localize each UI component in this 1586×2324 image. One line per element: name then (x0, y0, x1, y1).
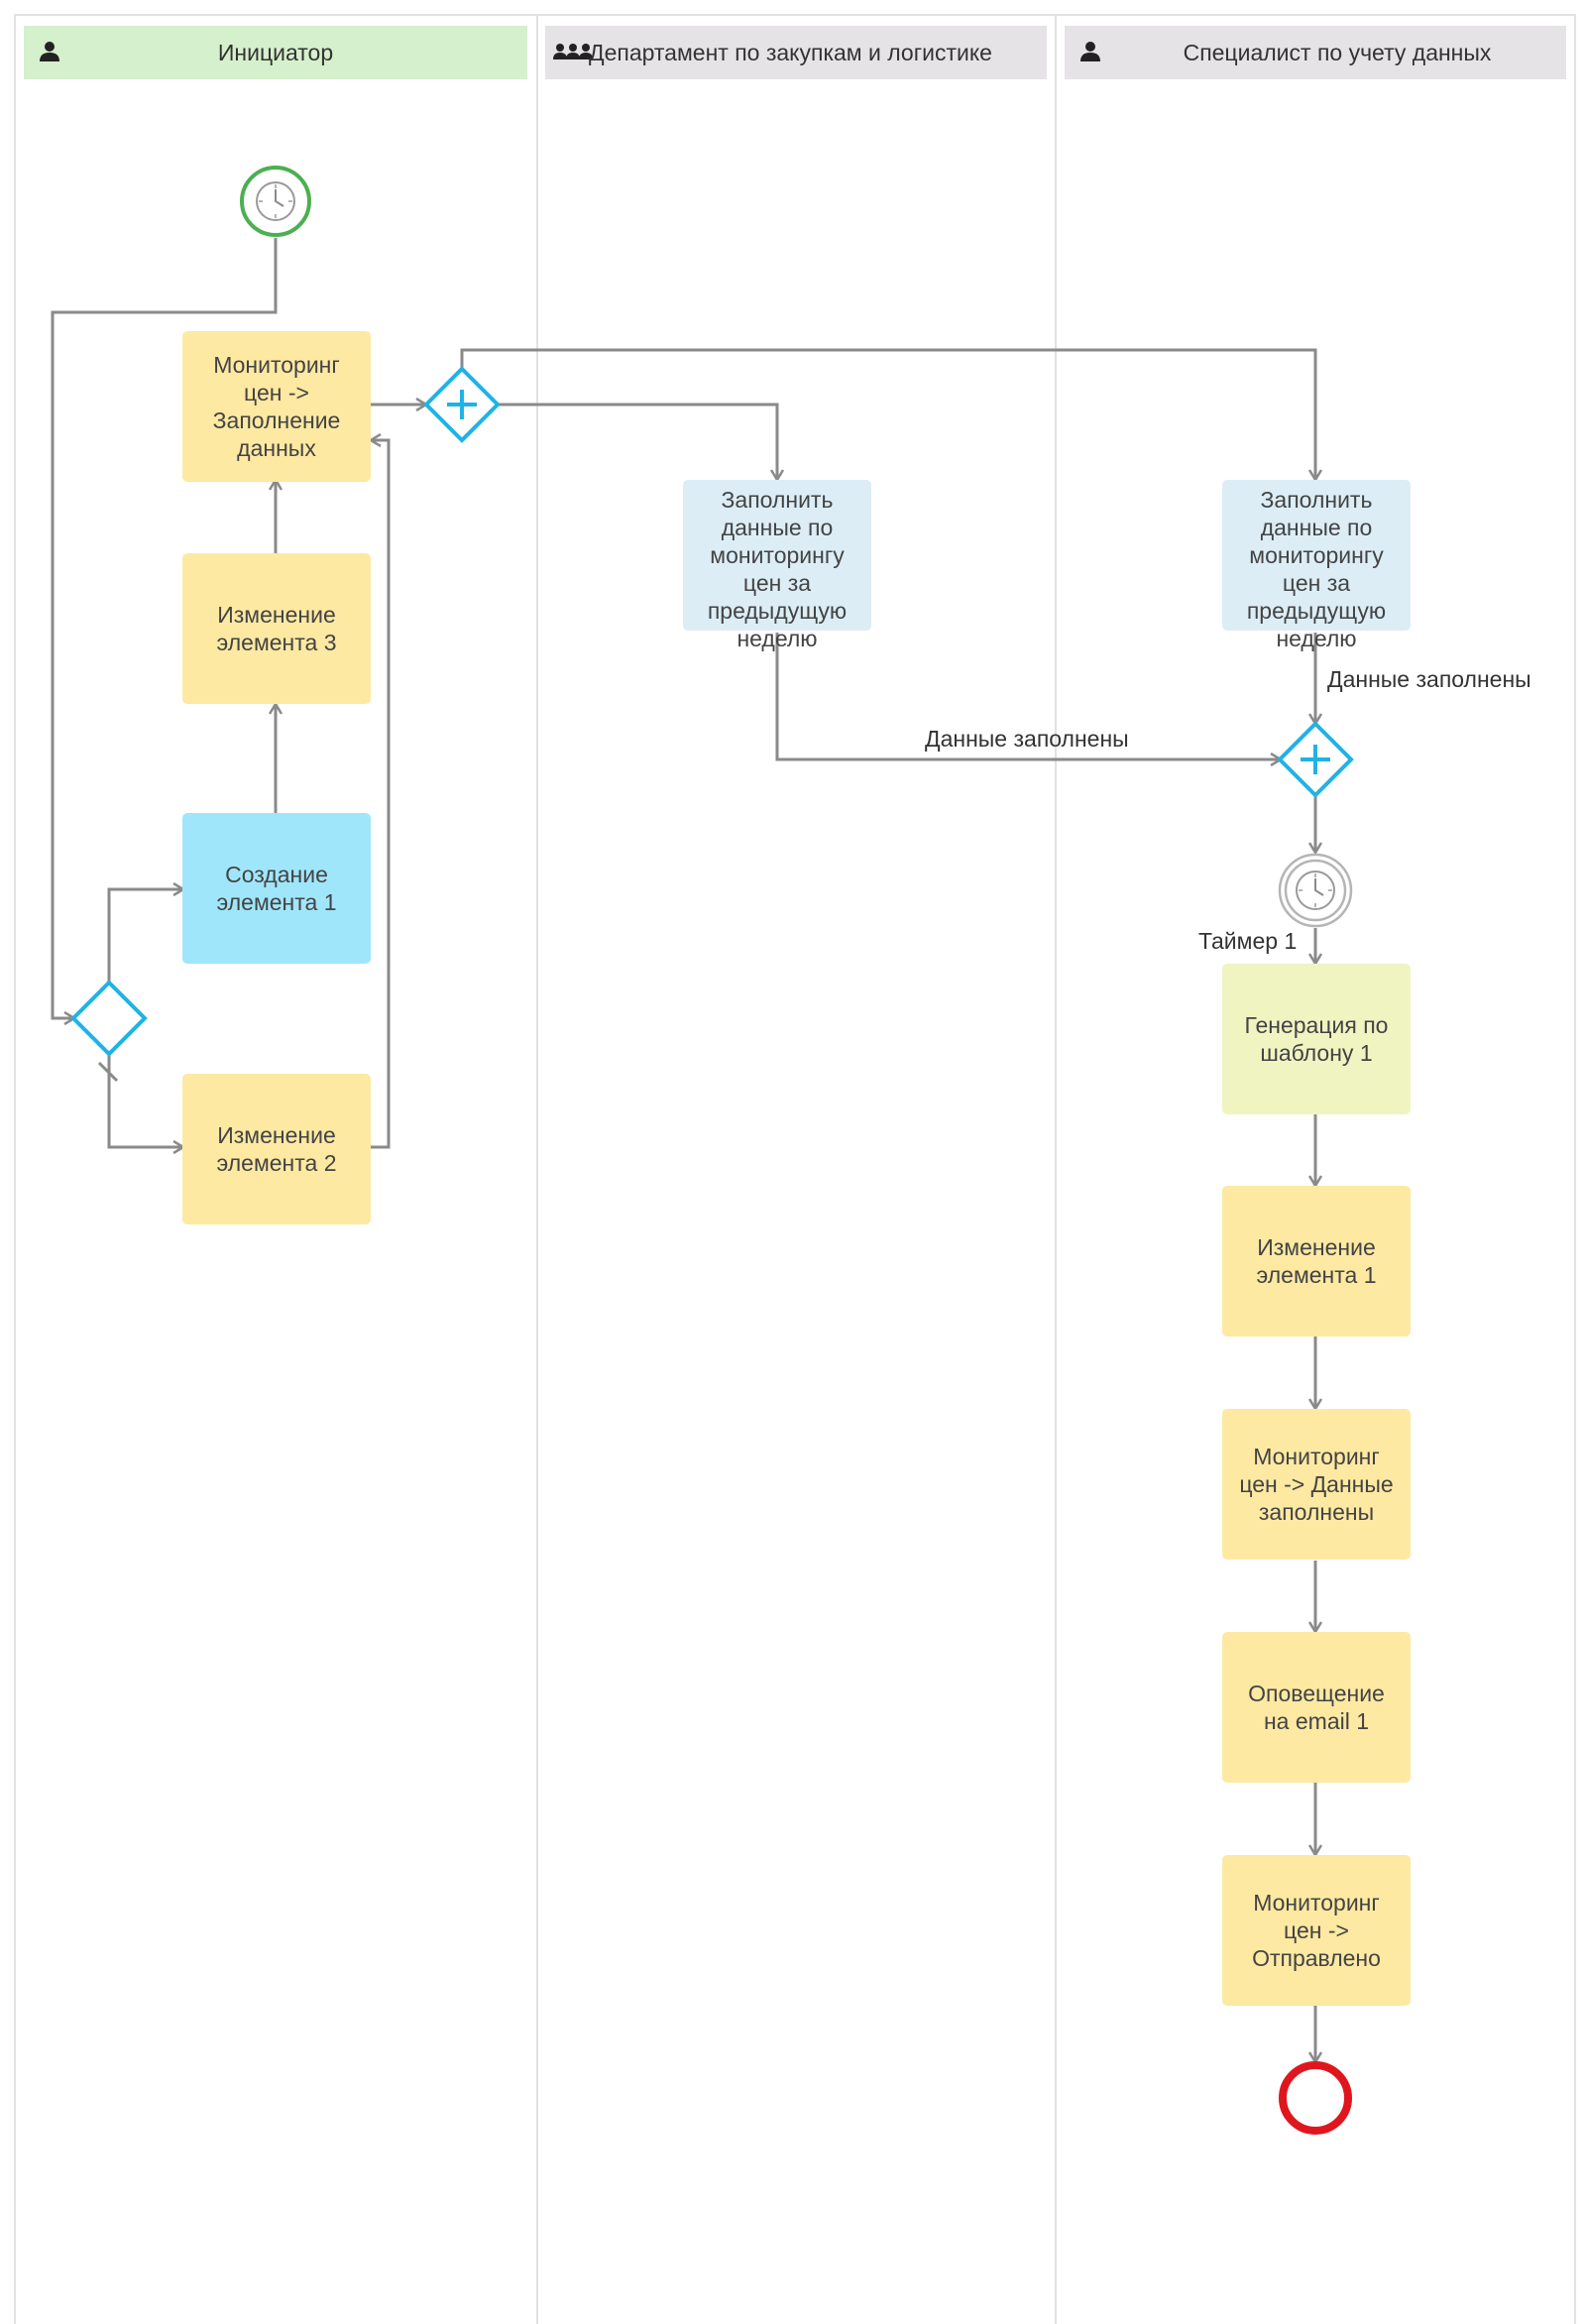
lane-title: Департамент по закупкам и логистике (589, 39, 992, 65)
user-icon (1080, 42, 1100, 61)
lane-header-department[interactable]: Департамент по закупкам и логистике (545, 26, 1047, 79)
parallel-gateway-join[interactable] (1277, 721, 1354, 798)
flow-label-data-filled: Данные заполнены (925, 726, 1129, 752)
default-flow-marker (97, 1061, 119, 1083)
task-label: Оповещение на email 1 (1248, 1681, 1385, 1734)
user-icon (40, 42, 59, 61)
task-monitoring-sent[interactable]: Мониторинг цен -> Отправлено (1222, 1855, 1411, 2006)
task-change-element-2[interactable]: Изменение элемента 2 (182, 1074, 371, 1224)
flow-gateway-to-change2[interactable] (107, 1053, 183, 1147)
lane-header-specialist[interactable]: Специалист по учету данных (1065, 26, 1566, 79)
end-event[interactable] (1279, 2061, 1352, 2135)
intermediate-timer-event[interactable] (1278, 853, 1353, 928)
task-monitoring-data-filled[interactable]: Мониторинг цен -> Данные заполнены (1222, 1409, 1411, 1560)
plus-icon (447, 390, 477, 419)
clock-icon (256, 181, 295, 221)
group-icon (553, 44, 593, 59)
task-label: Изменение элемента 1 (1256, 1234, 1377, 1288)
timer-label: Таймер 1 (1198, 928, 1298, 954)
task-label: Заполнить данные по мониторингу цен за п… (707, 487, 848, 651)
task-monitoring-fill[interactable]: Мониторинг цен -> Заполнение данных (182, 331, 371, 482)
task-change-element-1[interactable]: Изменение элемента 1 (1222, 1186, 1411, 1336)
exclusive-gateway[interactable] (70, 980, 148, 1057)
task-label: Генерация по шаблону 1 (1244, 1012, 1389, 1066)
task-label: Заполнить данные по мониторингу цен за п… (1246, 487, 1387, 651)
flow-gateway-to-create[interactable] (107, 889, 183, 985)
task-label: Мониторинг цен -> Заполнение данных (212, 352, 341, 461)
task-change-element-3[interactable]: Изменение элемента 3 (182, 553, 371, 704)
flow-dept-to-join[interactable] (775, 633, 1281, 759)
flow-parallel-to-dept[interactable] (498, 403, 777, 480)
lane-divider (536, 14, 538, 2324)
lane-divider (1055, 14, 1057, 2324)
flow-start-to-gateway[interactable] (51, 238, 278, 1018)
task-create-element-1[interactable]: Создание элемента 1 (182, 813, 371, 964)
diagram-frame (14, 14, 1576, 2324)
lane-title: Специалист по учету данных (1183, 39, 1492, 65)
flow-parallel-to-spec[interactable] (460, 348, 1315, 480)
lane-header-initiator[interactable]: Инициатор (24, 26, 527, 79)
task-generate-template-1[interactable]: Генерация по шаблону 1 (1222, 964, 1411, 1114)
plus-icon (1301, 745, 1330, 774)
task-label: Мониторинг цен -> Отправлено (1252, 1890, 1381, 1971)
task-label: Изменение элемента 2 (216, 1122, 337, 1176)
task-fill-data-specialist[interactable]: Заполнить данные по мониторингу цен за п… (1222, 480, 1411, 651)
start-timer-event[interactable] (240, 166, 311, 237)
task-label: Создание элемента 1 (216, 862, 337, 915)
task-fill-data-department[interactable]: Заполнить данные по мониторингу цен за п… (683, 480, 871, 651)
clock-icon (1296, 871, 1335, 910)
parallel-gateway-split[interactable] (423, 366, 501, 443)
task-email-notification-1[interactable]: Оповещение на email 1 (1222, 1632, 1411, 1783)
lane-title: Инициатор (217, 39, 334, 65)
flow-change2-to-monitoring[interactable] (370, 440, 391, 1149)
task-label: Мониторинг цен -> Данные заполнены (1239, 1444, 1394, 1525)
task-label: Изменение элемента 3 (216, 602, 337, 655)
flow-label-data-filled: Данные заполнены (1327, 666, 1531, 692)
